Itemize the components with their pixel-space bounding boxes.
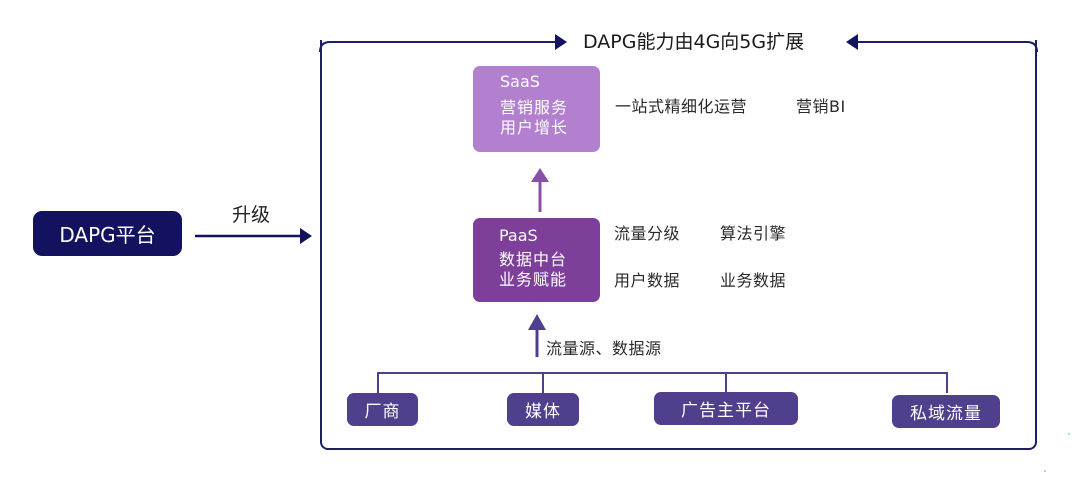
- saas-line-2: 用户增长: [500, 118, 569, 137]
- dapg-platform-box: DAPG平台: [33, 211, 182, 256]
- source-media-label: 媒体: [525, 402, 561, 422]
- source-bracket: [377, 372, 948, 393]
- diagram-title: DAPG能力由4G向5G扩展: [583, 31, 805, 53]
- source-box-private-traffic: 私域流量: [892, 395, 1000, 428]
- title-arrow-left: [846, 34, 858, 50]
- source-advertiser-label: 广告主平台: [681, 401, 771, 421]
- dapg-platform-label: DAPG平台: [59, 223, 156, 247]
- upgrade-label: 升级: [232, 204, 271, 226]
- source-box-media: 媒体: [507, 393, 579, 426]
- paas-feature-4: 业务数据: [720, 271, 787, 290]
- paas-line-2: 业务赋能: [499, 270, 568, 289]
- capability-frame: [320, 40, 1037, 450]
- paas-feature-2: 算法引擎: [720, 224, 787, 243]
- paas-feature-3: 用户数据: [614, 271, 681, 290]
- decorative-dot: [1068, 433, 1070, 435]
- decorative-dot: [1044, 470, 1046, 472]
- source-paas-arrow-head: [528, 314, 546, 330]
- paas-saas-arrow-head: [531, 168, 549, 182]
- source-box-advertiser: 广告主平台: [654, 392, 798, 425]
- saas-feature-1: 一站式精细化运营: [615, 97, 748, 116]
- paas-name: PaaS: [499, 226, 538, 245]
- paas-line-1: 数据中台: [499, 250, 568, 269]
- title-arrow-right: [555, 34, 567, 50]
- saas-box: SaaS 营销服务 用户增长: [473, 66, 600, 152]
- saas-name: SaaS: [500, 72, 540, 91]
- paas-feature-1: 流量分级: [614, 224, 681, 243]
- paas-box: PaaS 数据中台 业务赋能: [473, 218, 600, 302]
- saas-feature-2: 营销BI: [796, 97, 846, 116]
- source-box-vendor: 厂商: [347, 393, 418, 426]
- saas-line-1: 营销服务: [500, 98, 569, 117]
- source-label: 流量源、数据源: [546, 339, 662, 358]
- upgrade-arrow-head: [300, 228, 312, 244]
- source-vendor-label: 厂商: [364, 402, 401, 422]
- source-private-traffic-label: 私域流量: [910, 404, 982, 424]
